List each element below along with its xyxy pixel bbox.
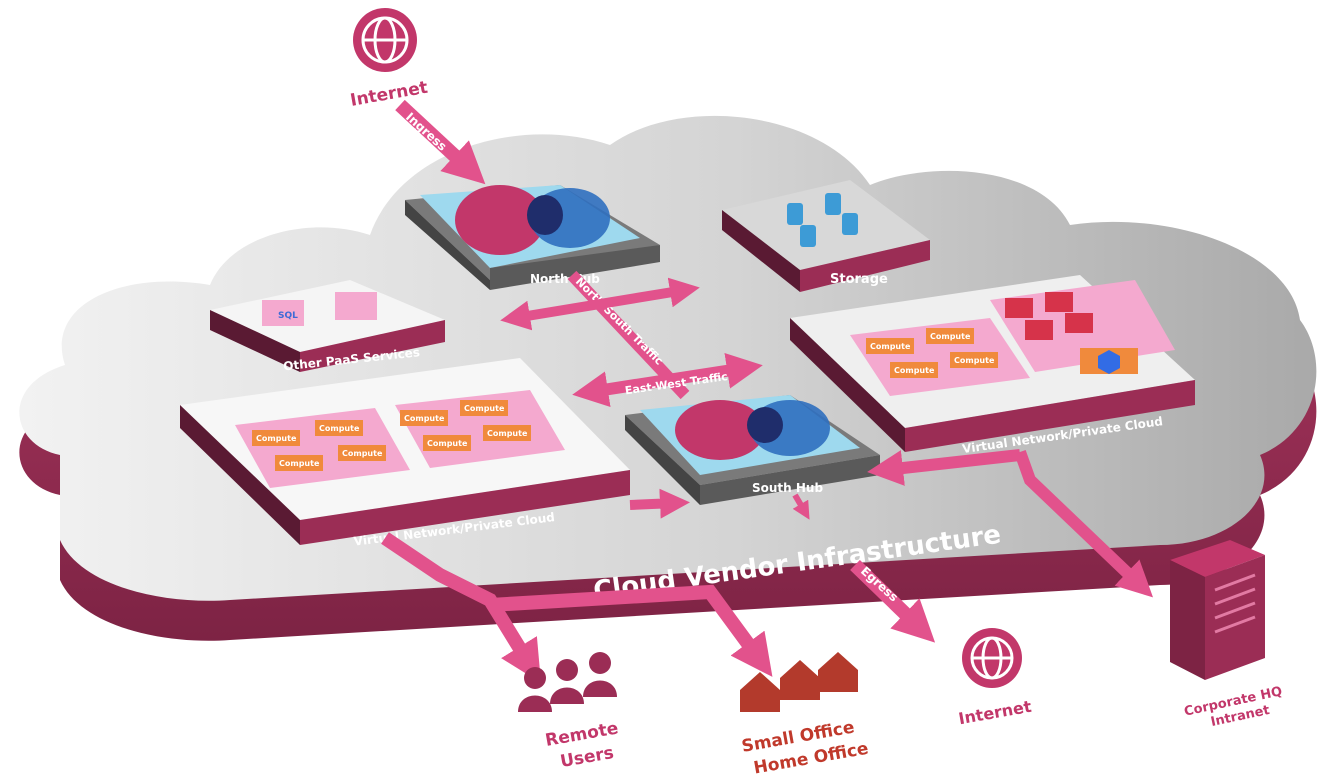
paas-block bbox=[210, 280, 445, 372]
compute-label: Compute bbox=[427, 439, 468, 448]
sql-label: SQL bbox=[278, 311, 298, 321]
compute-node bbox=[950, 352, 998, 368]
compute-label: Compute bbox=[464, 404, 505, 413]
compute-node bbox=[275, 455, 323, 471]
compute-node bbox=[423, 435, 471, 451]
compute-node bbox=[866, 338, 914, 354]
east-west-arrow-top bbox=[500, 277, 700, 331]
container-icon bbox=[1065, 313, 1093, 333]
vnet-left-to-south-hub-arrow bbox=[629, 488, 690, 519]
compute-node bbox=[252, 430, 300, 446]
internet-top-icon bbox=[353, 8, 417, 72]
compute-label: Compute bbox=[487, 429, 528, 438]
storage-db-icon bbox=[787, 193, 858, 247]
vnet-left-compute-group: Compute Compute Compute Compute Compute … bbox=[252, 400, 531, 471]
egress-arrow bbox=[850, 559, 936, 643]
storage-label: Storage bbox=[830, 272, 888, 287]
database-query-icon bbox=[335, 292, 377, 320]
vnet-right-compute-group: Compute Compute Compute Compute bbox=[866, 328, 998, 378]
compute-label: Compute bbox=[930, 332, 971, 341]
internet-top-label: Internet bbox=[349, 78, 430, 111]
kubernetes-icon bbox=[1098, 350, 1120, 374]
vnet-left bbox=[180, 358, 630, 545]
compute-label: Compute bbox=[342, 449, 383, 458]
ingress-label: Ingress bbox=[403, 110, 449, 154]
corp-hq-arrow bbox=[1014, 449, 1154, 598]
sql-icon bbox=[262, 300, 304, 326]
compute-label: Compute bbox=[319, 424, 360, 433]
compute-label: Compute bbox=[279, 459, 320, 468]
storage-block bbox=[722, 180, 930, 292]
south-hub bbox=[625, 395, 880, 505]
soho-arrow bbox=[489, 584, 773, 677]
remote-users-icon bbox=[518, 652, 617, 712]
compute-node bbox=[400, 410, 448, 426]
container-icon bbox=[1005, 298, 1033, 318]
north-hub bbox=[405, 185, 660, 290]
compute-label: Compute bbox=[870, 342, 911, 351]
compute-node bbox=[926, 328, 974, 344]
compute-node bbox=[890, 362, 938, 378]
compute-label: Compute bbox=[954, 356, 995, 365]
compute-label: Compute bbox=[894, 366, 935, 375]
compute-node bbox=[460, 400, 508, 416]
south-hub-to-vnet-right-arrow bbox=[867, 449, 1021, 486]
soho-houses-icon bbox=[740, 652, 858, 712]
east-west-arrow-bottom bbox=[572, 352, 763, 408]
south-hub-label: South Hub bbox=[752, 481, 823, 495]
south-hub-drop-arrow bbox=[792, 493, 810, 520]
internet-bottom-label: Internet bbox=[957, 697, 1033, 729]
compute-node bbox=[483, 425, 531, 441]
ingress-arrow bbox=[395, 99, 486, 185]
compute-node bbox=[338, 445, 386, 461]
compute-label: Compute bbox=[256, 434, 297, 443]
remote-users-arrow bbox=[381, 532, 542, 683]
compute-node bbox=[315, 420, 363, 436]
internet-bottom-icon bbox=[962, 628, 1022, 688]
container-icon bbox=[1025, 320, 1053, 340]
compute-label: Compute bbox=[404, 414, 445, 423]
corp-server-icon bbox=[1170, 540, 1265, 680]
container-icon bbox=[1045, 292, 1073, 312]
container-group bbox=[1005, 292, 1138, 374]
